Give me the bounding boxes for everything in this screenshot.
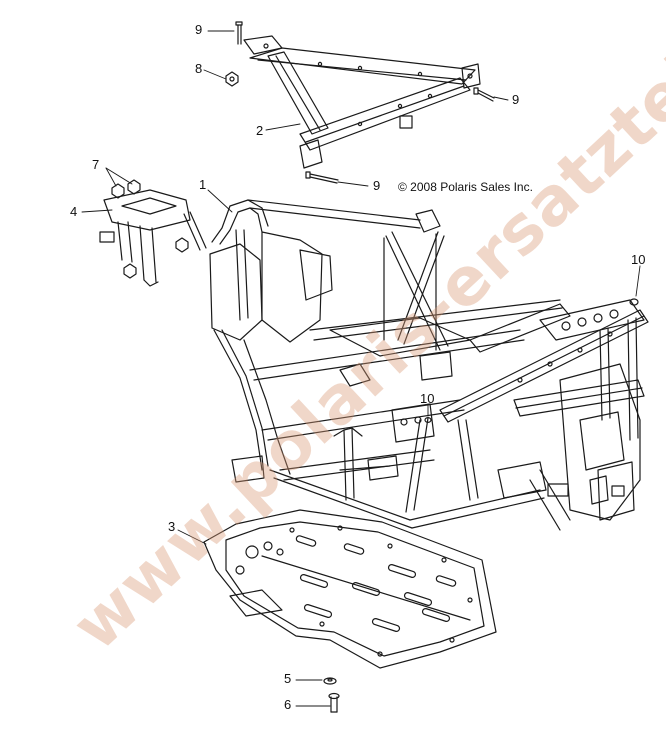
- hardware-6-bolt: [329, 694, 339, 713]
- callout-1: 1: [199, 177, 207, 192]
- hardware-8-nut: [226, 72, 238, 86]
- hardware-7-bolts: [112, 180, 188, 278]
- part-4-bracket: [100, 190, 206, 286]
- part-2-brace: [244, 36, 480, 168]
- callout-9-mid: 9: [373, 178, 381, 193]
- callout-6: 6: [284, 697, 292, 712]
- hardware-10-nut-right: [630, 299, 638, 305]
- hardware-9-bolt-right: [474, 88, 494, 101]
- callout-7: 7: [92, 157, 100, 172]
- hardware-5-washer: [324, 678, 336, 684]
- callout-5: 5: [284, 671, 292, 686]
- part-3-skid-plate: [204, 510, 496, 668]
- callout-10-mid: 10: [420, 391, 435, 406]
- leader-lines: [82, 31, 640, 706]
- callout-10-right: 10: [631, 252, 646, 267]
- callout-9-top: 9: [195, 22, 203, 37]
- callout-9-right: 9: [512, 92, 520, 107]
- hardware-9-bolt-top: [236, 22, 242, 44]
- part-1-main-frame: [210, 200, 648, 530]
- callout-4: 4: [70, 204, 78, 219]
- callout-8: 8: [195, 61, 203, 76]
- hardware-10-nut-mid: [425, 418, 431, 423]
- callout-3: 3: [168, 519, 176, 534]
- copyright-notice: © 2008 Polaris Sales Inc.: [398, 180, 533, 194]
- callout-2: 2: [256, 123, 264, 138]
- hardware-9-bolt-mid: [306, 172, 338, 183]
